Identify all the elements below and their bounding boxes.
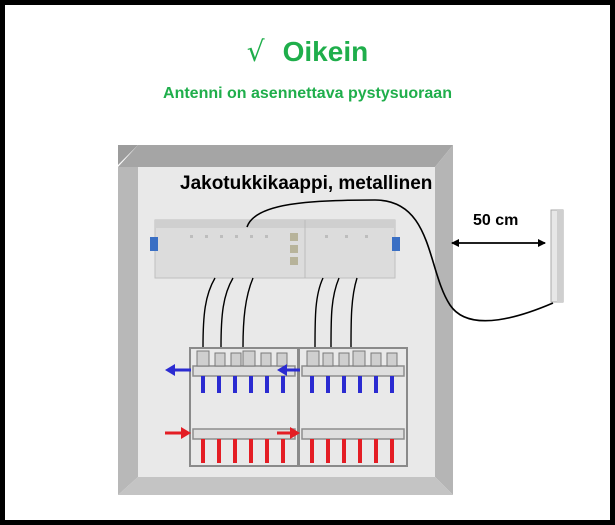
controller-end-cap-left (150, 237, 158, 251)
manifold-left (189, 347, 299, 467)
supply-flow-arrows (165, 427, 300, 439)
actuator-wires (202, 277, 358, 348)
cabinet (118, 145, 453, 495)
controller-unit (150, 219, 400, 279)
heading-text: Oikein (282, 36, 369, 67)
check-icon: √ (246, 35, 265, 68)
subtitle: Antenni on asennettava pystysuoraan (163, 85, 452, 102)
cabinet-label: Jakotukkikaappi, metallinen (180, 173, 433, 194)
antenna-cable (246, 199, 554, 322)
cabinet-left-edge (118, 167, 138, 495)
installation-illustration (118, 145, 564, 495)
cabinet-side-edge (435, 145, 453, 495)
diagram-panel: √ Oikein Antenni on asennettava pystysuor… (5, 5, 610, 520)
manifold-right (298, 347, 408, 467)
cabinet-bottom-edge (118, 477, 453, 495)
controller-end-cap-right (392, 237, 400, 251)
cabinet-inner-wall (138, 167, 435, 477)
return-flow-arrows (165, 364, 300, 376)
heading: √ Oikein (5, 35, 610, 68)
antenna-icon (550, 209, 564, 303)
cabinet-top-edge (118, 145, 453, 167)
distance-label: 50 cm (473, 212, 519, 229)
